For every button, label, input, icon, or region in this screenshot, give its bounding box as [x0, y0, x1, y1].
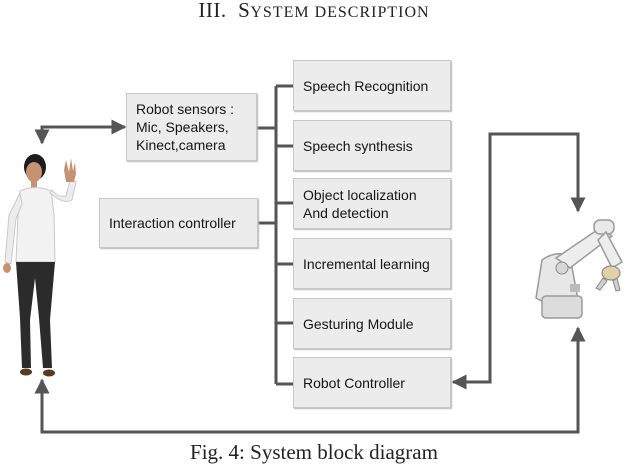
- interaction-controller-label: Interaction controller: [109, 215, 236, 231]
- module-label: Incremental learning: [303, 255, 430, 272]
- module-label: Robot Controller: [303, 374, 405, 391]
- module-label: Gesturing Module: [303, 315, 414, 332]
- arrow-person-sensors: [34, 119, 127, 145]
- module-speech-recognition: Speech Recognition: [293, 60, 451, 111]
- interaction-controller-box: Interaction controller: [99, 198, 258, 248]
- robot-sensors-box: Robot sensors : Mic, Speakers, Kinect,ca…: [126, 93, 257, 161]
- module-label-line-2: And detection: [303, 204, 389, 221]
- section-title-initial: S: [238, 0, 251, 22]
- section-numeral: III.: [198, 0, 227, 22]
- arrow-robot-person: [34, 326, 586, 434]
- module-label: Speech Recognition: [303, 77, 429, 94]
- section-heading: III. SYSTEM DESCRIPTION: [0, 0, 628, 23]
- module-gesturing: Gesturing Module: [293, 298, 451, 349]
- sensors-line-2: Mic, Speakers,: [136, 119, 229, 135]
- module-speech-synthesis: Speech synthesis: [293, 120, 451, 171]
- module-label: Object localization: [303, 186, 417, 203]
- robot-arm-figure: [535, 219, 623, 319]
- module-robot-controller: Robot Controller: [293, 357, 451, 408]
- module-label: Speech synthesis: [303, 137, 413, 154]
- module-incremental-learning: Incremental learning: [293, 238, 451, 289]
- person-figure: [3, 154, 77, 377]
- figure-caption: Fig. 4: System block diagram: [190, 440, 438, 464]
- sensors-line-1: Robot sensors :: [136, 101, 235, 117]
- section-title-rest: YSTEM DESCRIPTION: [250, 4, 430, 21]
- module-object-localization: Object localization And detection: [293, 178, 451, 229]
- sensors-line-3: Kinect,camera: [136, 137, 226, 153]
